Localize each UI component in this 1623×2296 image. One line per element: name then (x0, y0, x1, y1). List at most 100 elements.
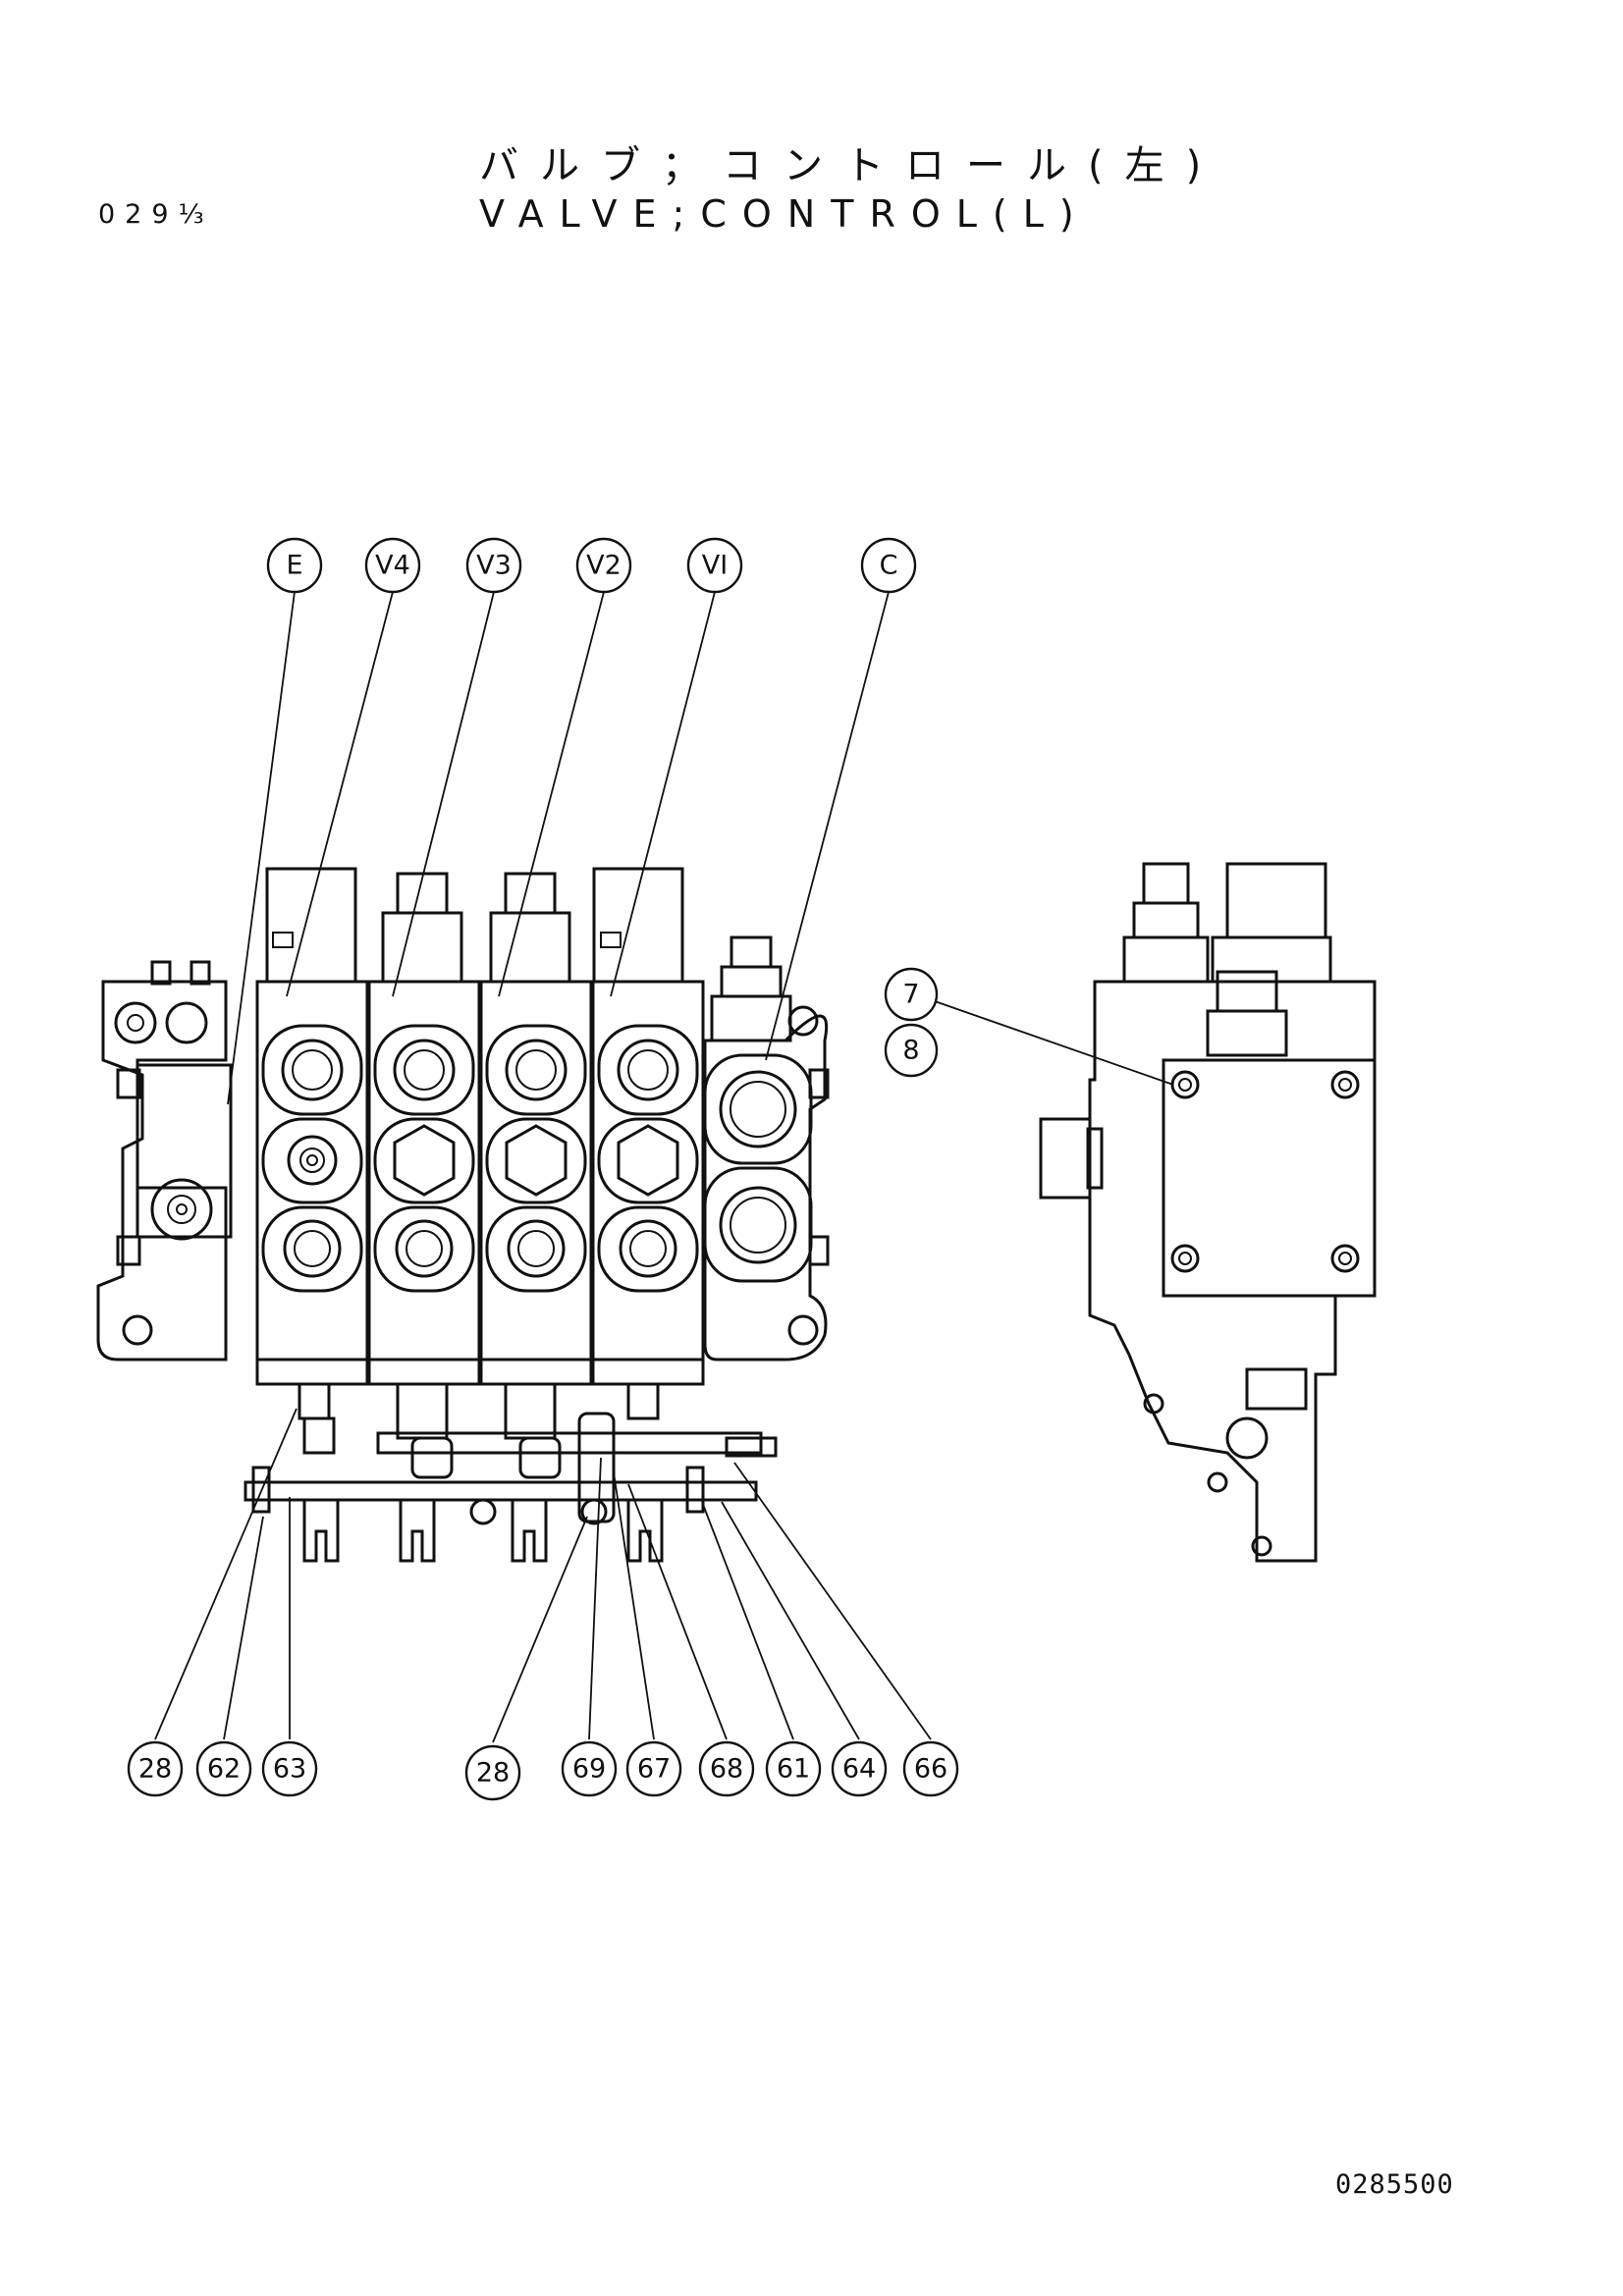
port-inner (404, 1049, 445, 1091)
port (507, 1219, 566, 1278)
svg-text:C: C (880, 551, 898, 581)
callouts-top: E V4 V3 V2 VI C (266, 537, 917, 594)
port-housing (597, 1205, 699, 1293)
svg-text:67: 67 (637, 1754, 671, 1785)
port (719, 1070, 797, 1148)
callouts-bottom: 28 62 63 28 69 67 68 61 64 66 (127, 1740, 959, 1801)
fitting (116, 1068, 141, 1099)
plug-top (730, 935, 773, 969)
coupling (518, 1436, 562, 1479)
port (395, 1219, 454, 1278)
callout-v2: V2 (575, 537, 632, 594)
solenoid-cap (265, 867, 357, 984)
cover-bolt-center (1338, 1078, 1352, 1092)
svg-text:28: 28 (476, 1758, 510, 1789)
cover-bolt (1330, 1244, 1360, 1273)
cover-bolt (1170, 1244, 1200, 1273)
port (617, 1039, 679, 1101)
svg-text:V4: V4 (375, 551, 410, 581)
inlet-port-inner (167, 1195, 196, 1224)
callout-28-right: 28 (464, 1744, 521, 1801)
side-fitting (1039, 1117, 1092, 1200)
fitting (189, 960, 211, 986)
svg-text:66: 66 (914, 1754, 947, 1785)
svg-text:VI: VI (702, 551, 728, 581)
linkage (243, 1358, 778, 1563)
side-fitting-collar (1086, 1127, 1104, 1190)
port-housing (373, 1205, 475, 1293)
spool-end (302, 1416, 336, 1455)
callout-28-left: 28 (127, 1740, 184, 1797)
relief-cap (489, 911, 571, 984)
mount-hole (787, 1314, 819, 1346)
cover-bolt-center (1178, 1078, 1192, 1092)
solenoid-cap (592, 867, 684, 984)
callout-63: 63 (261, 1740, 318, 1797)
port-inner (730, 1197, 786, 1254)
cover-bolt-center (1178, 1252, 1192, 1265)
port-inner (292, 1049, 333, 1091)
relief-nut (504, 872, 557, 915)
port-inner (294, 1230, 331, 1267)
cover-bolt (1330, 1070, 1360, 1099)
front-view (96, 867, 830, 1563)
port (393, 1039, 456, 1101)
port-inner (515, 1049, 557, 1091)
port-housing (261, 1205, 363, 1293)
end-cover-right (703, 935, 830, 1362)
fork (302, 1500, 340, 1563)
fork (399, 1500, 436, 1563)
callout-e: E (266, 537, 323, 594)
spool-end (626, 1382, 660, 1420)
plug-top (1142, 862, 1190, 905)
callout-66: 66 (902, 1740, 959, 1797)
pivot (1225, 1416, 1269, 1460)
bolt-hole (165, 1001, 208, 1044)
spool-end (298, 1382, 331, 1420)
svg-text:V2: V2 (586, 551, 622, 581)
svg-text:61: 61 (777, 1754, 810, 1785)
section-v1 (591, 867, 705, 1362)
cap-detail (600, 932, 622, 948)
fitting (150, 960, 172, 986)
svg-text:28: 28 (138, 1754, 172, 1785)
spool-plug (287, 1135, 338, 1186)
port-housing (485, 1205, 587, 1293)
drawing-number: 0285500 (1335, 2169, 1454, 2200)
svg-text:62: 62 (207, 1754, 241, 1785)
svg-text:63: 63 (273, 1754, 306, 1785)
nut (1216, 970, 1278, 1013)
lever (577, 1412, 616, 1523)
spool-end (504, 1382, 557, 1440)
plug-base (1122, 935, 1210, 984)
svg-text:69: 69 (572, 1754, 606, 1785)
pin (580, 1498, 608, 1525)
port-housing (485, 1024, 587, 1116)
callouts-side: 7 8 (884, 967, 939, 1078)
port-housing (597, 1117, 699, 1204)
svg-text:7: 7 (902, 980, 919, 1010)
inlet-block (135, 1063, 233, 1239)
spool-plug-center (306, 1154, 318, 1166)
relief-nut (396, 872, 449, 915)
pin (469, 1498, 497, 1525)
port-housing (261, 1024, 363, 1116)
port-housing (261, 1117, 363, 1204)
callout-62: 62 (195, 1740, 252, 1797)
callout-68: 68 (698, 1740, 755, 1797)
port-housing (703, 1166, 813, 1283)
shaft-tip (725, 1436, 778, 1458)
lower-cap (591, 1358, 705, 1386)
port-housing (485, 1117, 587, 1204)
lower-cap (255, 1358, 369, 1386)
lower-cap (367, 1358, 481, 1386)
cover-bolt (1170, 1070, 1200, 1099)
port-housing (703, 1053, 813, 1165)
port-inner (627, 1049, 669, 1091)
port-housing (373, 1117, 475, 1204)
svg-text:E: E (286, 551, 302, 581)
svg-text:8: 8 (902, 1036, 919, 1066)
shaft-upper (376, 1431, 763, 1455)
fork (511, 1500, 548, 1563)
